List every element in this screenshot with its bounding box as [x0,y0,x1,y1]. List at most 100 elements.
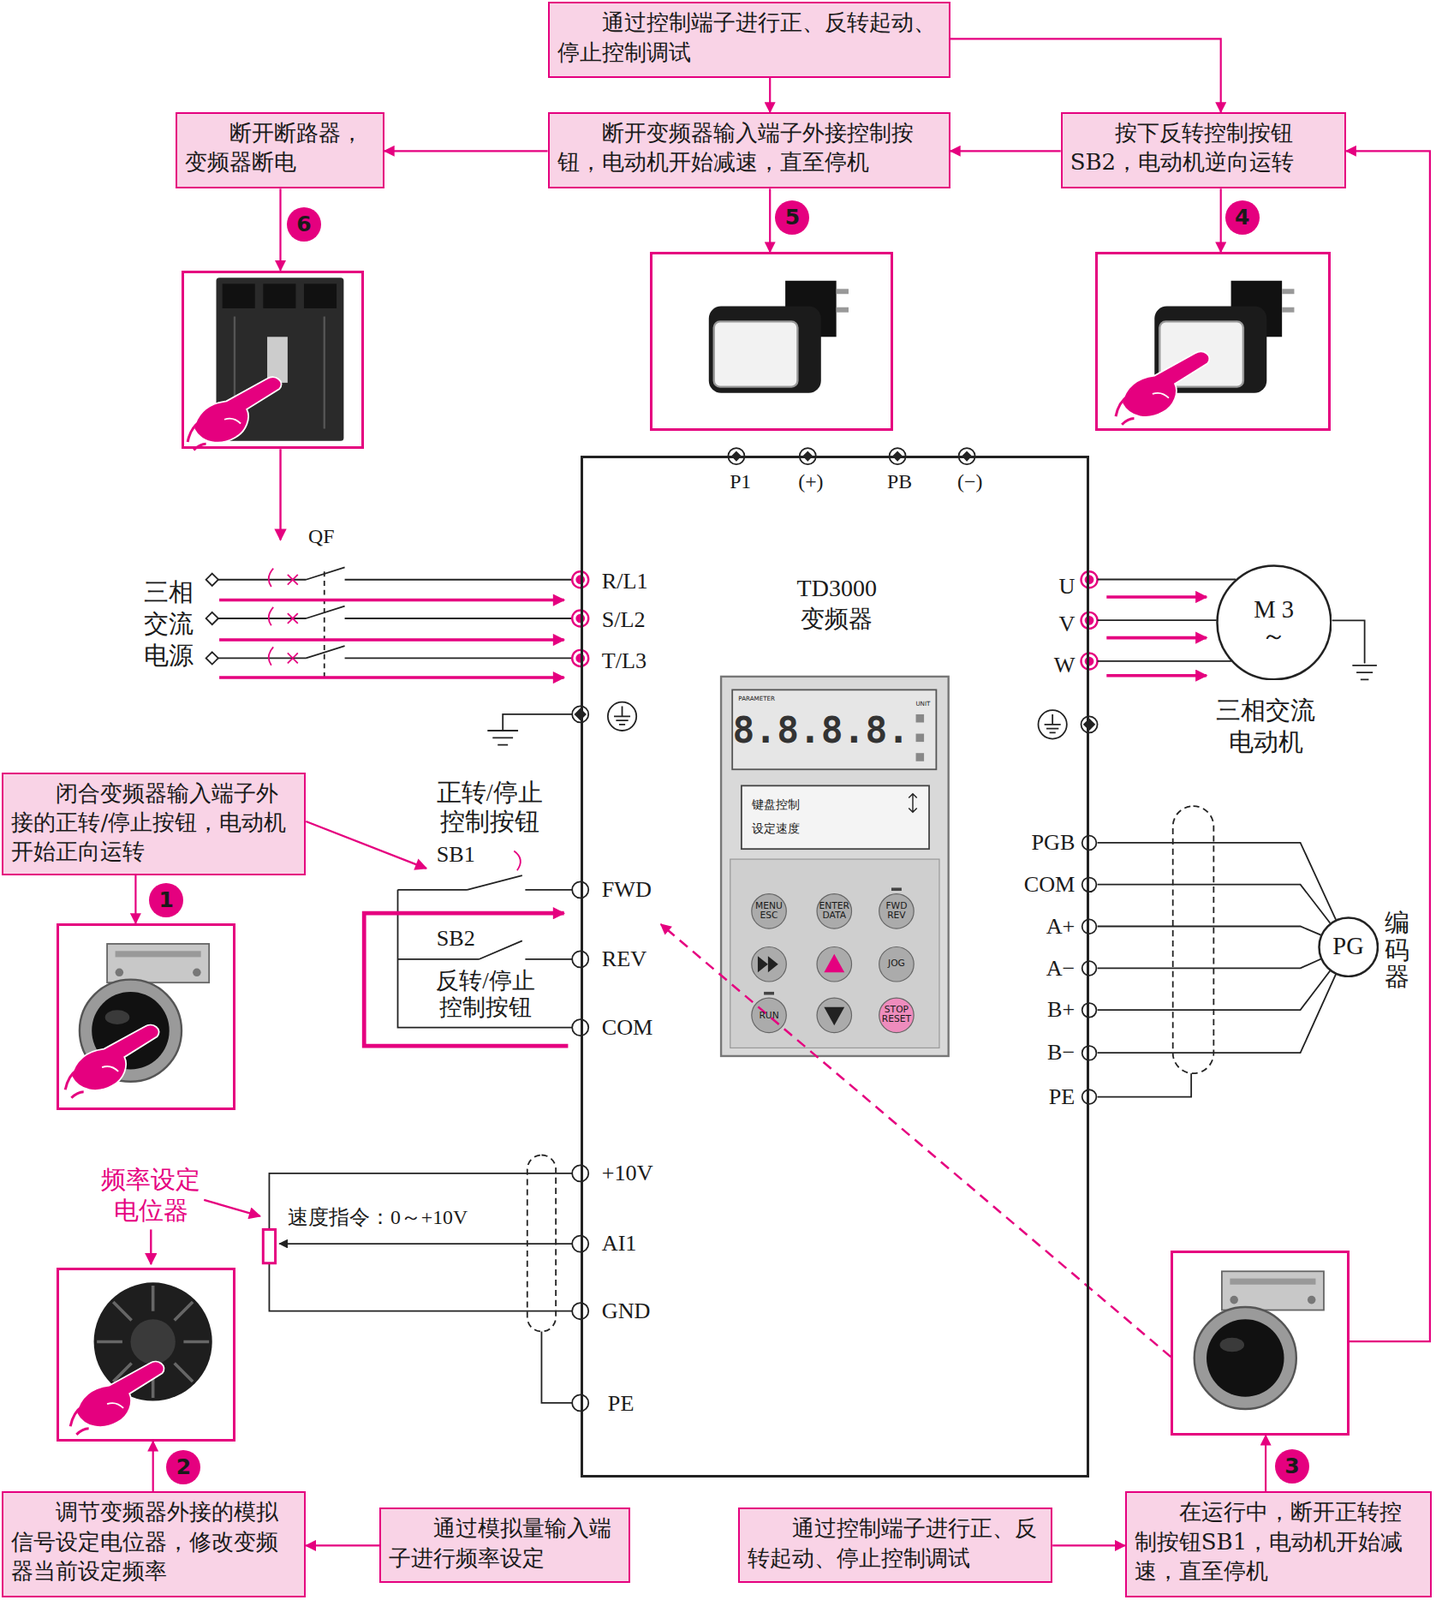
encoder-terminals [1082,918,1097,934]
flow-arrow [1220,188,1222,252]
power-flow-arrows [219,675,565,680]
knob-photo [96,1285,209,1398]
keypad-illustration [757,955,769,972]
encoder-terminals [1082,1089,1097,1104]
ground-symbols [1044,714,1061,733]
photo-frame: 6 [181,270,364,449]
keypad-illustration [730,858,940,1048]
keypad-illustration [916,714,925,723]
keypad-illustration [916,733,925,743]
breaker-label: QF [308,524,334,549]
photo-frame: 4 [1095,251,1331,430]
callout-text: 断开断路器，变频器断电 [184,118,376,178]
signal-wire [1097,970,1331,1010]
ground-symbols [1081,715,1098,733]
potentiometer-label: 频率设定电位器 [99,1164,203,1226]
terminal-label: PGB [1030,828,1075,856]
terminal-label: PE [1048,1083,1076,1110]
terminal-label: FWD [601,875,652,903]
analog-wiring [527,1154,556,1331]
terminal-label: A+ [1046,912,1076,940]
round-button-photo [1194,1270,1324,1409]
callout-text: 闭合变频器输入端子外接的正转/停止按钮，电动机开始正向运转 [11,778,297,867]
keypad-label: UNIT [915,700,930,709]
keypad-illustration [741,785,930,849]
flow-arrow [279,188,281,270]
signal-wire [1097,959,1322,969]
control-switch-wiring [513,851,521,871]
knob-photo [130,1318,175,1364]
display-digits: 8.8.8.8. [732,708,910,752]
keypad-illustration [816,947,852,982]
terminal-label: T/L3 [601,647,647,674]
terminal-label: R/L1 [601,567,649,595]
keypad-label: ENTER DATA [817,901,852,920]
knob-photo [94,1281,213,1401]
keypad-label: FWD REV [881,901,912,920]
keypad-label: JOG [887,958,906,970]
ground-symbols [487,714,573,745]
terminal-label: B− [1047,1038,1075,1066]
power-flow-arrows [219,598,565,602]
symbol-text: M 3～ [1251,595,1296,650]
terminal-label: W [1054,651,1076,679]
terminal-label: REV [601,945,647,972]
terminal-label: P1 [729,469,751,495]
button-label: 正转/停止控制按钮 [430,778,549,838]
process-box: 调节变频器外接的模拟信号设定电位器，修改变频器当前设定频率 [1,1490,306,1597]
terminal-label: COM [601,1013,654,1041]
ground-symbols [1332,619,1377,680]
pink-terminals [572,571,1097,669]
keypad-illustration [879,997,914,1032]
power-supply-wiring [218,645,573,658]
analog-wiring [262,1228,275,1263]
keypad-illustration [823,953,845,972]
leader-arrows [149,1228,152,1264]
analog-wiring [279,1242,573,1245]
control-switch-wiring [398,889,573,1028]
terminal-label: COM [1024,870,1076,898]
power-supply-wiring [287,574,298,664]
terminal-label: U [1058,572,1075,600]
keypad-label: RUN [758,1010,779,1022]
breaker-photo [303,283,337,309]
flow-arrow [152,1441,155,1491]
round-button-photo [65,943,209,1098]
callout-number: 5 [774,200,810,235]
pink-terminals [1081,571,1098,588]
flow-arrow [305,1543,380,1546]
ground-symbols [1037,709,1067,739]
power-flow-arrows [219,637,565,642]
signal-label: 速度指令：0～+10V [287,1204,468,1230]
knob-photo [70,1281,213,1434]
signal-wire [1097,660,1233,662]
keypad-illustration [916,752,925,762]
keypad-label: 键盘控制 [751,797,800,812]
breaker-photo [267,336,288,383]
process-box: 断开变频器输入端子外接控制按钮，电动机开始减速，直至停机 [548,112,951,189]
ground-symbols [1084,719,1095,730]
square-button-photo [1115,280,1294,425]
switch-label: SB2 [436,924,476,952]
flow-arrow [1346,150,1431,1341]
signal-wire [1097,973,1337,1053]
photo-frame: 3 [1170,1250,1349,1436]
process-box: 通过控制端子进行正、反转起动、停止控制调试 [738,1507,1053,1583]
signal-wire [1097,619,1217,621]
terminal-label: (−) [957,469,983,495]
power-flow-arrows [1106,636,1207,640]
keypad-label: 设定速度 [751,821,800,836]
terminal-label: A− [1046,954,1076,982]
analog-wiring [541,1331,573,1403]
photo-frame: 5 [649,251,894,430]
terminal-label: (+) [798,469,823,495]
signal-wire [1097,926,1322,936]
keypad-illustration [763,991,775,996]
keypad-label: STOP RESET [880,1005,914,1024]
callout-number: 4 [1225,200,1260,235]
flow-arrow [661,923,1172,1357]
power-supply-wiring [268,568,274,666]
circle-outline [1216,565,1331,680]
power-supply-wiring [206,651,219,664]
